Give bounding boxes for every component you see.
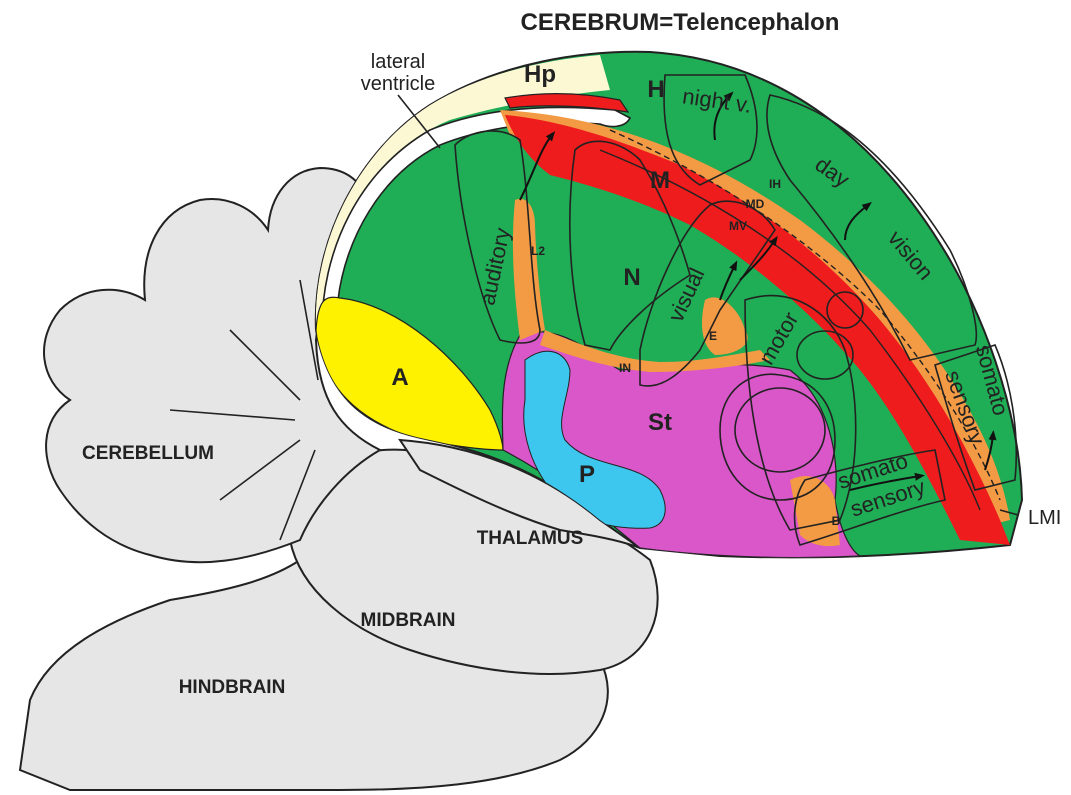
region-label-m: M bbox=[650, 167, 670, 194]
region-label-p: P bbox=[579, 461, 595, 488]
region-label-a: A bbox=[391, 364, 408, 391]
region-label-n: N bbox=[623, 264, 640, 291]
small-label-e: E bbox=[709, 329, 717, 343]
structure-label-cerebellum: CEREBELLUM bbox=[82, 443, 214, 464]
small-label-md: MD bbox=[746, 197, 765, 211]
structure-label-midbrain: MIDBRAIN bbox=[361, 610, 456, 631]
structure-label-hindbrain: HINDBRAIN bbox=[179, 677, 286, 698]
lateral-ventricle-label-line1: lateral bbox=[371, 51, 425, 73]
diagram-title: CEREBRUM=Telencephalon bbox=[521, 9, 840, 36]
small-label-b: B bbox=[832, 514, 841, 528]
region-label-hp: Hp bbox=[524, 61, 556, 88]
lateral-ventricle-label-line2: ventricle bbox=[361, 73, 435, 95]
structure-label-thalamus: THALAMUS bbox=[477, 528, 584, 549]
small-label-in: IN bbox=[619, 361, 631, 375]
small-label-mv: MV bbox=[729, 219, 747, 233]
small-label-ih: IH bbox=[769, 177, 781, 191]
lmi-label: LMI bbox=[1028, 507, 1061, 529]
small-label-l2: L2 bbox=[531, 244, 545, 258]
region-label-st: St bbox=[648, 409, 672, 436]
region-label-h: H bbox=[647, 76, 664, 103]
